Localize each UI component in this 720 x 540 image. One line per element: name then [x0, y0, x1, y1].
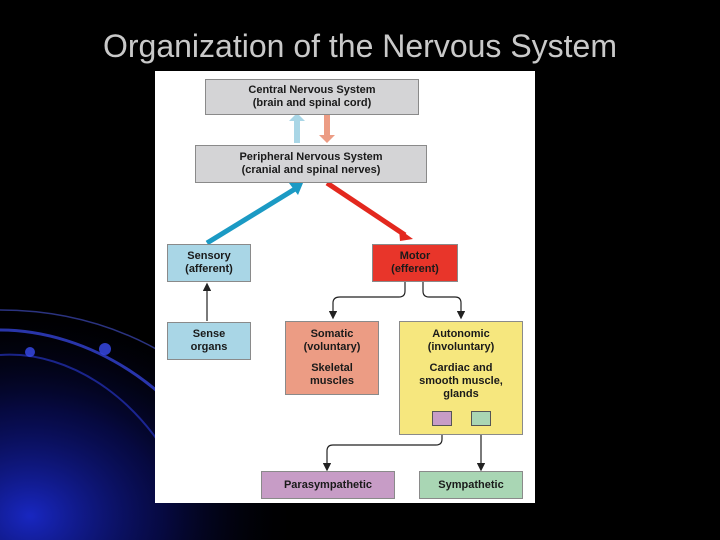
diagram-panel: Central Nervous System (brain and spinal…	[155, 71, 535, 503]
sense-organs-line1: Sense	[192, 328, 226, 340]
cns-subtitle: (brain and spinal cord)	[252, 97, 372, 109]
sense-organs-line2: organs	[190, 341, 228, 353]
sensory-box: Sensory (afferent)	[167, 244, 251, 282]
slide-title: Organization of the Nervous System	[102, 28, 617, 64]
parasympathetic-box: Parasympathetic	[261, 471, 395, 499]
sensory-title: Sensory	[187, 250, 231, 262]
autonomic-target-line2: smooth muscle,	[419, 375, 503, 387]
parasympathetic-swatch	[432, 411, 452, 426]
sensory-to-pns-arrowhead	[289, 183, 303, 195]
pns-subtitle: (cranial and spinal nerves)	[241, 164, 381, 176]
pns-title: Peripheral Nervous System	[239, 151, 383, 163]
autonomic-target-line3: glands	[443, 388, 479, 400]
somatic-target-line2: muscles	[309, 375, 355, 387]
somatic-title: Somatic	[310, 328, 354, 340]
pns-to-motor-arrow	[325, 180, 407, 238]
somatic-box: Somatic (voluntary) Skeletal muscles	[285, 321, 379, 395]
sympathetic-label: Sympathetic	[438, 478, 504, 491]
sensory-subtitle: (afferent)	[185, 263, 233, 275]
parasympathetic-label: Parasympathetic	[283, 478, 373, 491]
autonomic-box: Autonomic (involuntary) Cardiac and smoo…	[399, 321, 523, 435]
sympathetic-swatch	[471, 411, 491, 426]
autonomic-target-line1: Cardiac and	[429, 362, 493, 374]
pns-box: Peripheral Nervous System (cranial and s…	[195, 145, 427, 183]
somatic-target-line1: Skeletal	[311, 362, 353, 374]
motor-subtitle: (efferent)	[391, 263, 439, 275]
motor-to-autonomic-arrow	[422, 281, 466, 320]
sympathetic-box: Sympathetic	[419, 471, 523, 499]
sense-organs-box: Sense organs	[167, 322, 251, 360]
sensory-to-pns-arrow	[205, 186, 297, 246]
cns-box: Central Nervous System (brain and spinal…	[205, 79, 419, 115]
efferent-down-arrowhead	[319, 135, 335, 143]
autonomic-title: Autonomic	[432, 328, 490, 340]
motor-title: Motor	[399, 250, 431, 262]
somatic-subtitle: (voluntary)	[303, 341, 361, 353]
motor-to-somatic-arrow	[328, 281, 406, 320]
pns-to-motor-arrowhead	[399, 229, 413, 241]
diagram-arrows	[202, 113, 486, 472]
autonomic-subtitle: (involuntary)	[427, 341, 495, 353]
autonomic-to-parasympathetic-arrow	[322, 426, 443, 472]
afferent-up-arrowhead	[289, 113, 305, 121]
motor-box: Motor (efferent)	[372, 244, 458, 282]
cns-title: Central Nervous System	[248, 84, 376, 96]
